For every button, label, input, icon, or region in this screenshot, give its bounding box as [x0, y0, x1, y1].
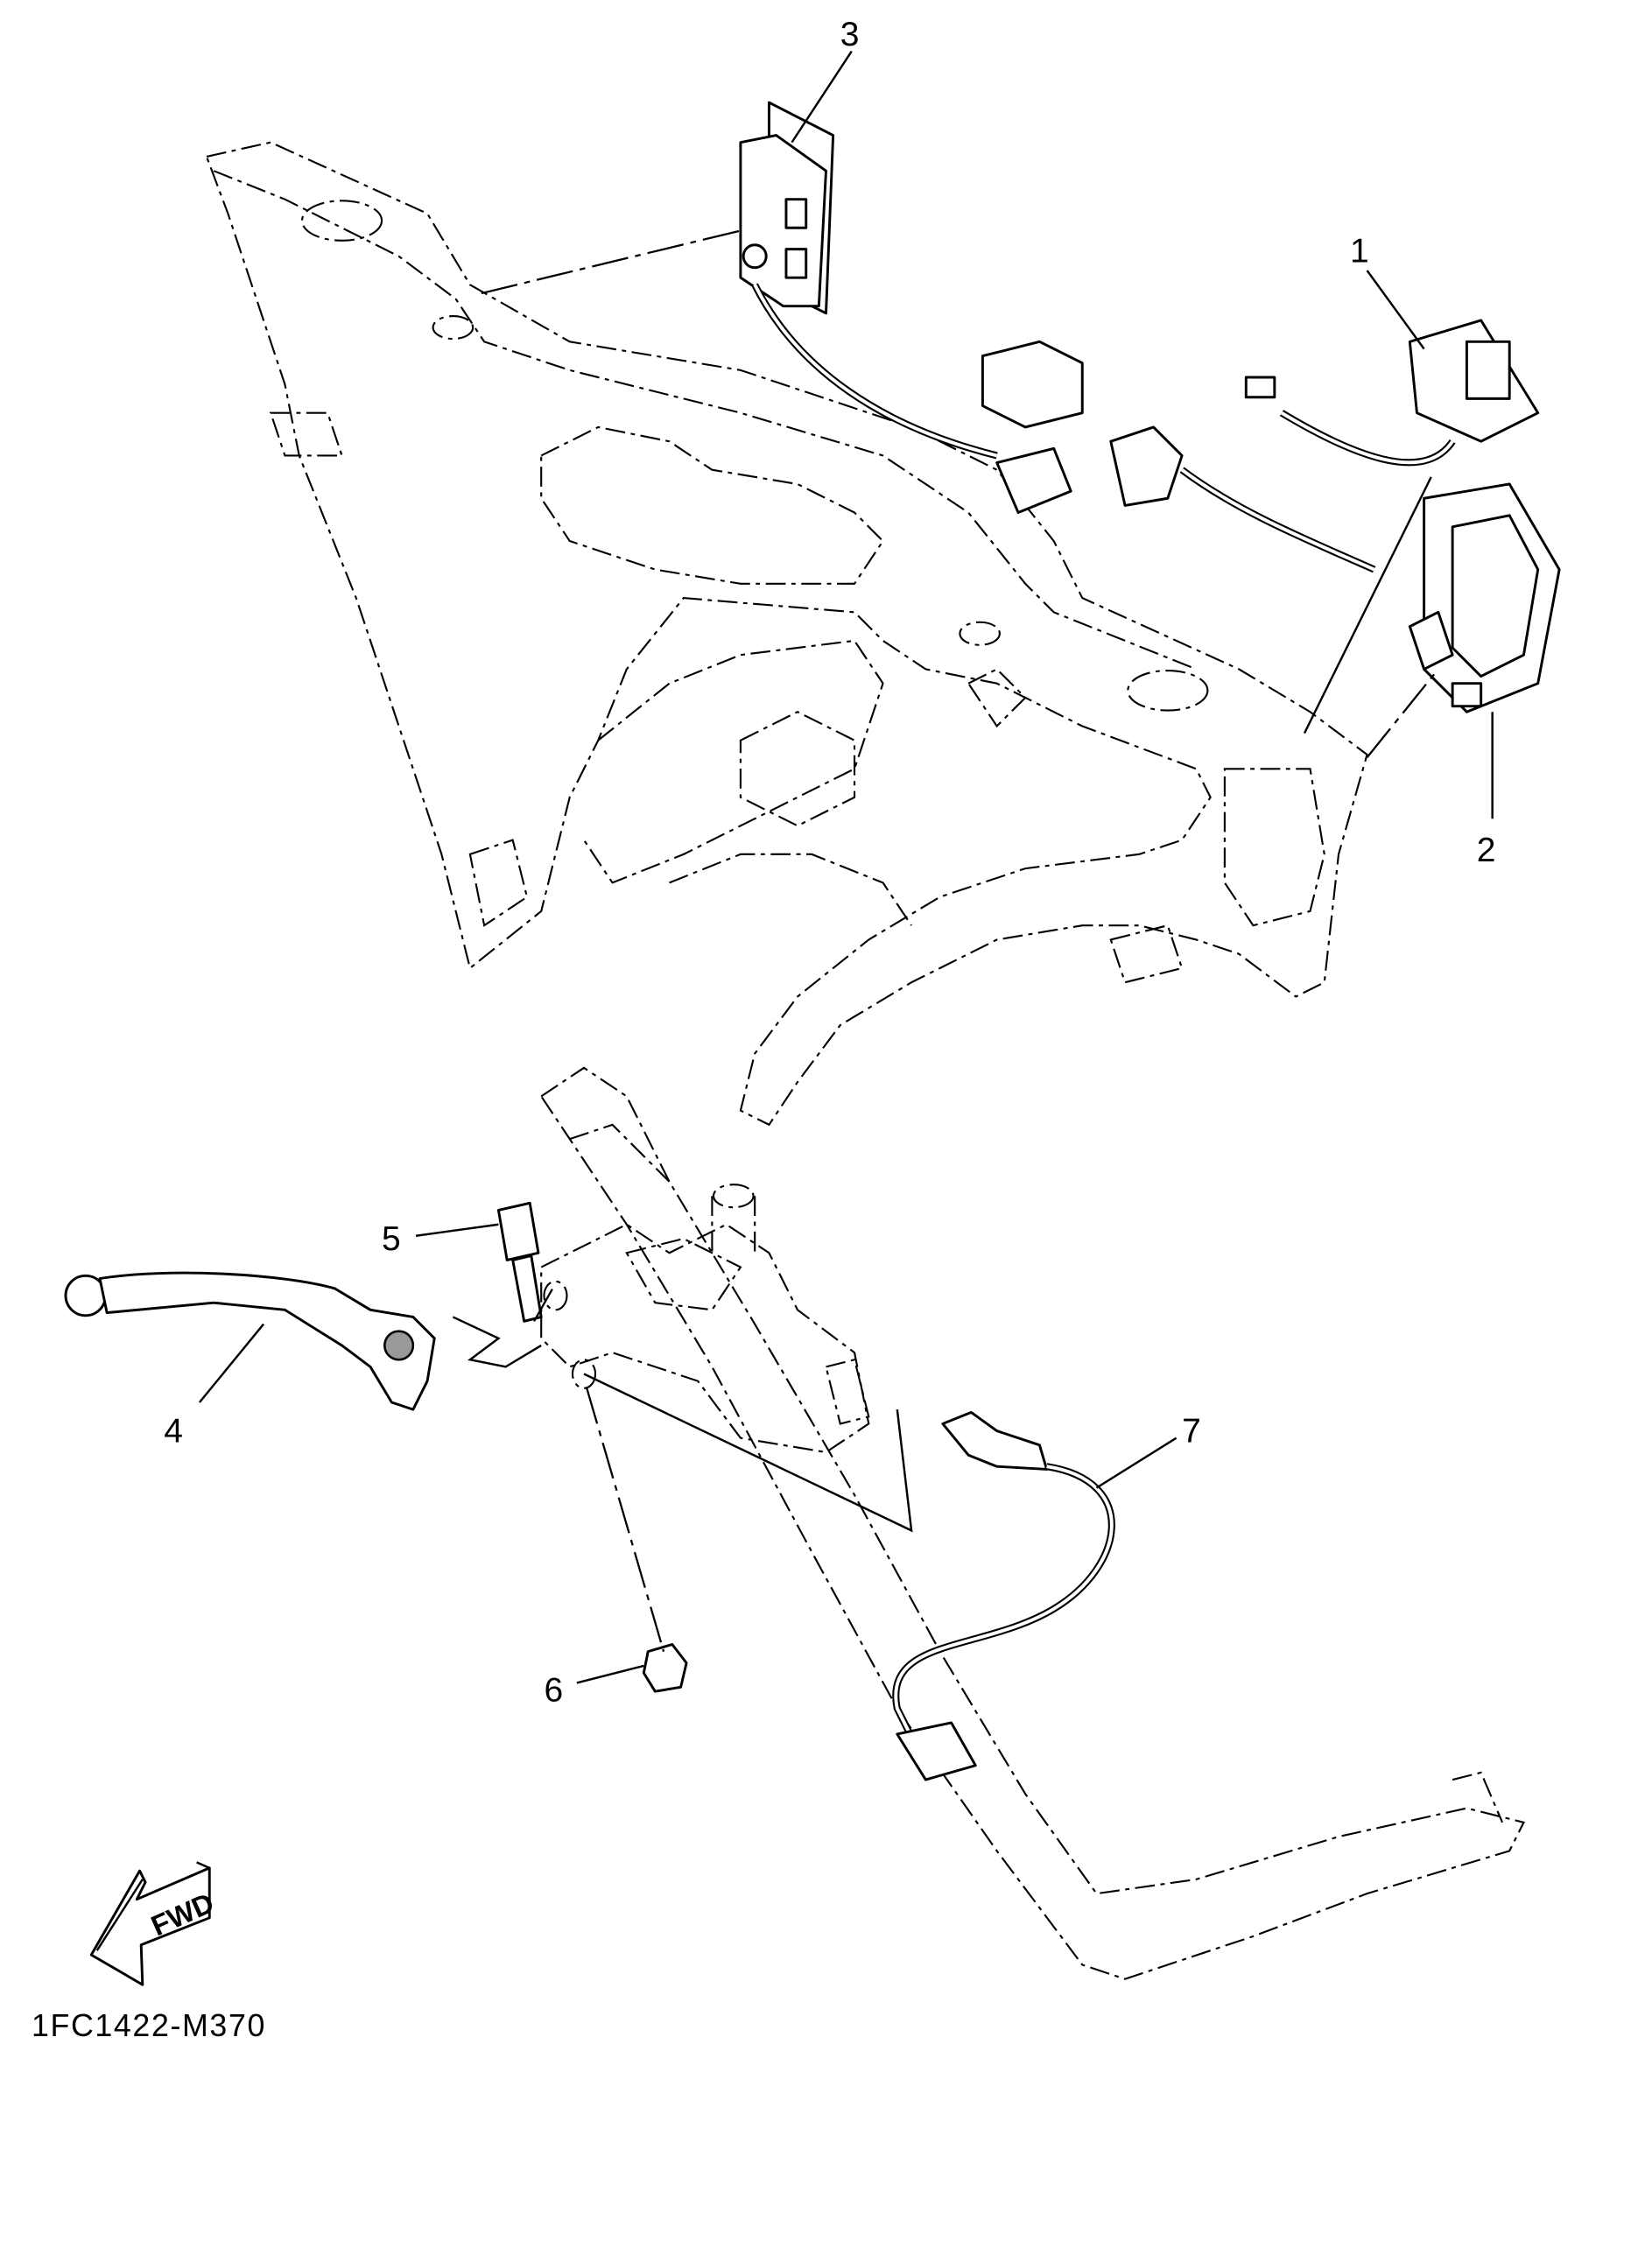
part-6-nut: [576, 1387, 688, 1693]
part-7-brake-switch: [892, 1410, 1177, 1781]
part-3-handlebar-switch-left: [481, 101, 1084, 514]
callout-1: 1: [1350, 232, 1369, 270]
part-4-brake-lever: [64, 1271, 436, 1411]
callout-6: 6: [544, 1672, 563, 1710]
part-1-handlebar-switch-right: [1109, 319, 1540, 734]
part-2-switch-housing: [1366, 482, 1561, 819]
part-5-bolt: [415, 1201, 554, 1323]
diagram-code: 1FC1422-M370: [32, 2008, 266, 2043]
callout-4: 4: [164, 1413, 183, 1451]
leader-line-3: [791, 50, 853, 144]
callout-3: 3: [840, 16, 860, 53]
fwd-arrow-icon: FWD: [89, 1861, 219, 1986]
callout-2: 2: [1477, 832, 1496, 869]
handlebar-cover-outline: [205, 141, 1368, 1127]
leader-line-1: [1366, 270, 1425, 350]
master-cylinder-phantom: [452, 1184, 913, 1533]
handlebar-phantom: [539, 1066, 1525, 1980]
callout-5: 5: [382, 1220, 401, 1258]
callout-7: 7: [1182, 1413, 1201, 1451]
